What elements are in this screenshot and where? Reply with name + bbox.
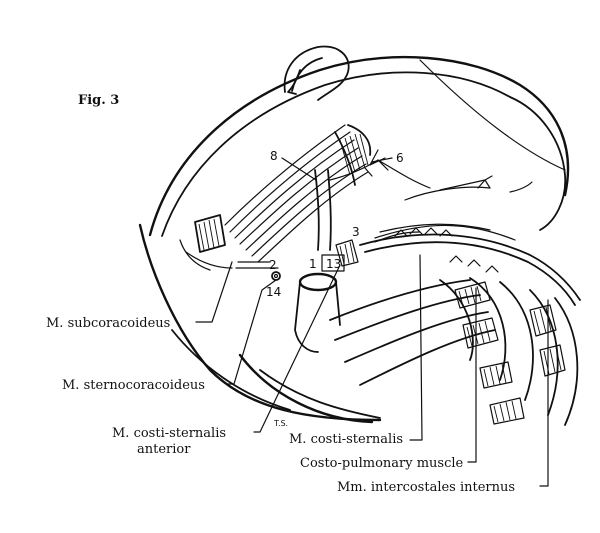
- label-6: 6: [396, 151, 404, 165]
- subcoracoideus-muscle: [179, 214, 233, 271]
- label-8: 8: [270, 149, 278, 163]
- figure-label: Fig. 3: [78, 93, 119, 108]
- label-costi-sternalis-anterior-1: M. costi-sternalis: [112, 426, 226, 441]
- label-3: 3: [352, 225, 360, 239]
- label-1: 1: [309, 257, 317, 271]
- label-intercostales: Mm. intercostales internus: [337, 480, 515, 495]
- label-costi-sternalis: M. costi-sternalis: [289, 432, 403, 447]
- label-subcoracoideus: M. subcoracoideus: [46, 316, 170, 331]
- leader-lines: [195, 254, 549, 487]
- sternocoracoideus-muscle: [224, 124, 372, 269]
- label-costo-pulmonary: Costo-pulmonary muscle: [300, 456, 464, 471]
- label-costi-sternalis-anterior-2: anterior: [137, 442, 191, 457]
- number-labels: 8 6 3 2 1 13 14 T.S.: [266, 149, 404, 428]
- sternum: [271, 239, 359, 353]
- artist-initials: T.S.: [273, 419, 288, 428]
- label-2: 2: [269, 258, 277, 272]
- label-14: 14: [266, 285, 281, 299]
- text-labels: M. subcoracoideus M. sternocoracoideus M…: [46, 316, 515, 495]
- outer-skeleton: [138, 45, 570, 424]
- rib-muscles: [359, 223, 581, 426]
- label-sternocoracoideus: M. sternocoracoideus: [62, 378, 205, 393]
- label-13: 13: [326, 257, 341, 271]
